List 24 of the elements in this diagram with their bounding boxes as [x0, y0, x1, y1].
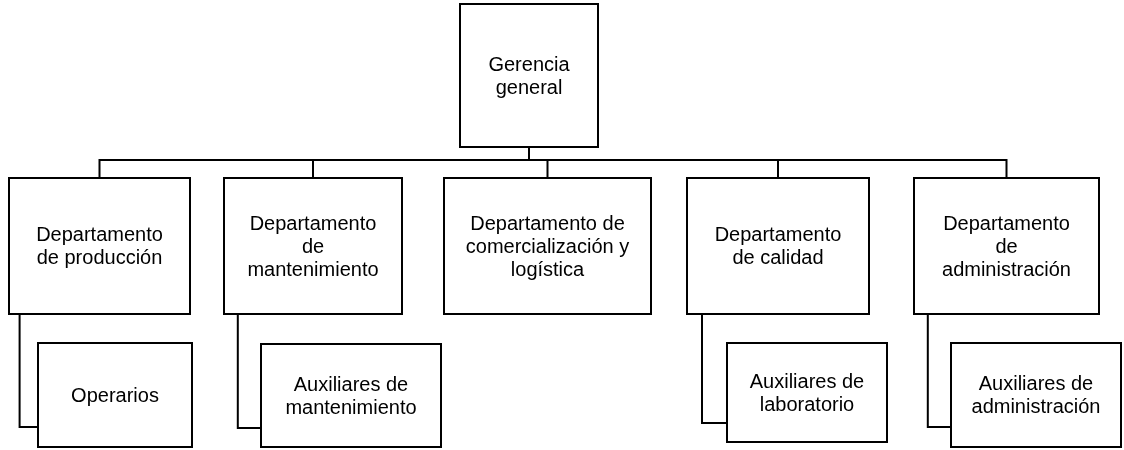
staff-box	[37, 342, 193, 448]
box-label: Auxiliares de laboratorio	[748, 369, 866, 416]
box-label: Departamento de administración	[941, 211, 1072, 281]
department-box	[443, 177, 652, 315]
department-box	[8, 177, 191, 315]
connector-line	[926, 314, 951, 428]
top-box	[459, 3, 599, 148]
box-label: Auxiliares de mantenimiento	[284, 372, 418, 419]
department-box	[686, 177, 870, 315]
department-box	[913, 177, 1100, 315]
connector-line	[236, 314, 261, 429]
connector-line	[18, 314, 38, 428]
box-label: Departamento de comercialización y logística	[464, 211, 631, 281]
department-box	[223, 177, 403, 315]
connector-line	[701, 314, 727, 424]
staff-box	[726, 342, 888, 443]
box-label: Auxiliares de administración	[970, 372, 1102, 418]
box-label: Gerencia general	[487, 52, 571, 99]
staff-box	[950, 342, 1122, 448]
box-label: Departamento de calidad	[713, 223, 843, 269]
box-label: Operarios	[71, 383, 159, 407]
box-label: Departamento de mantenimiento	[246, 211, 380, 281]
box-label: Departamento de producción	[35, 223, 164, 269]
staff-box	[260, 343, 442, 448]
